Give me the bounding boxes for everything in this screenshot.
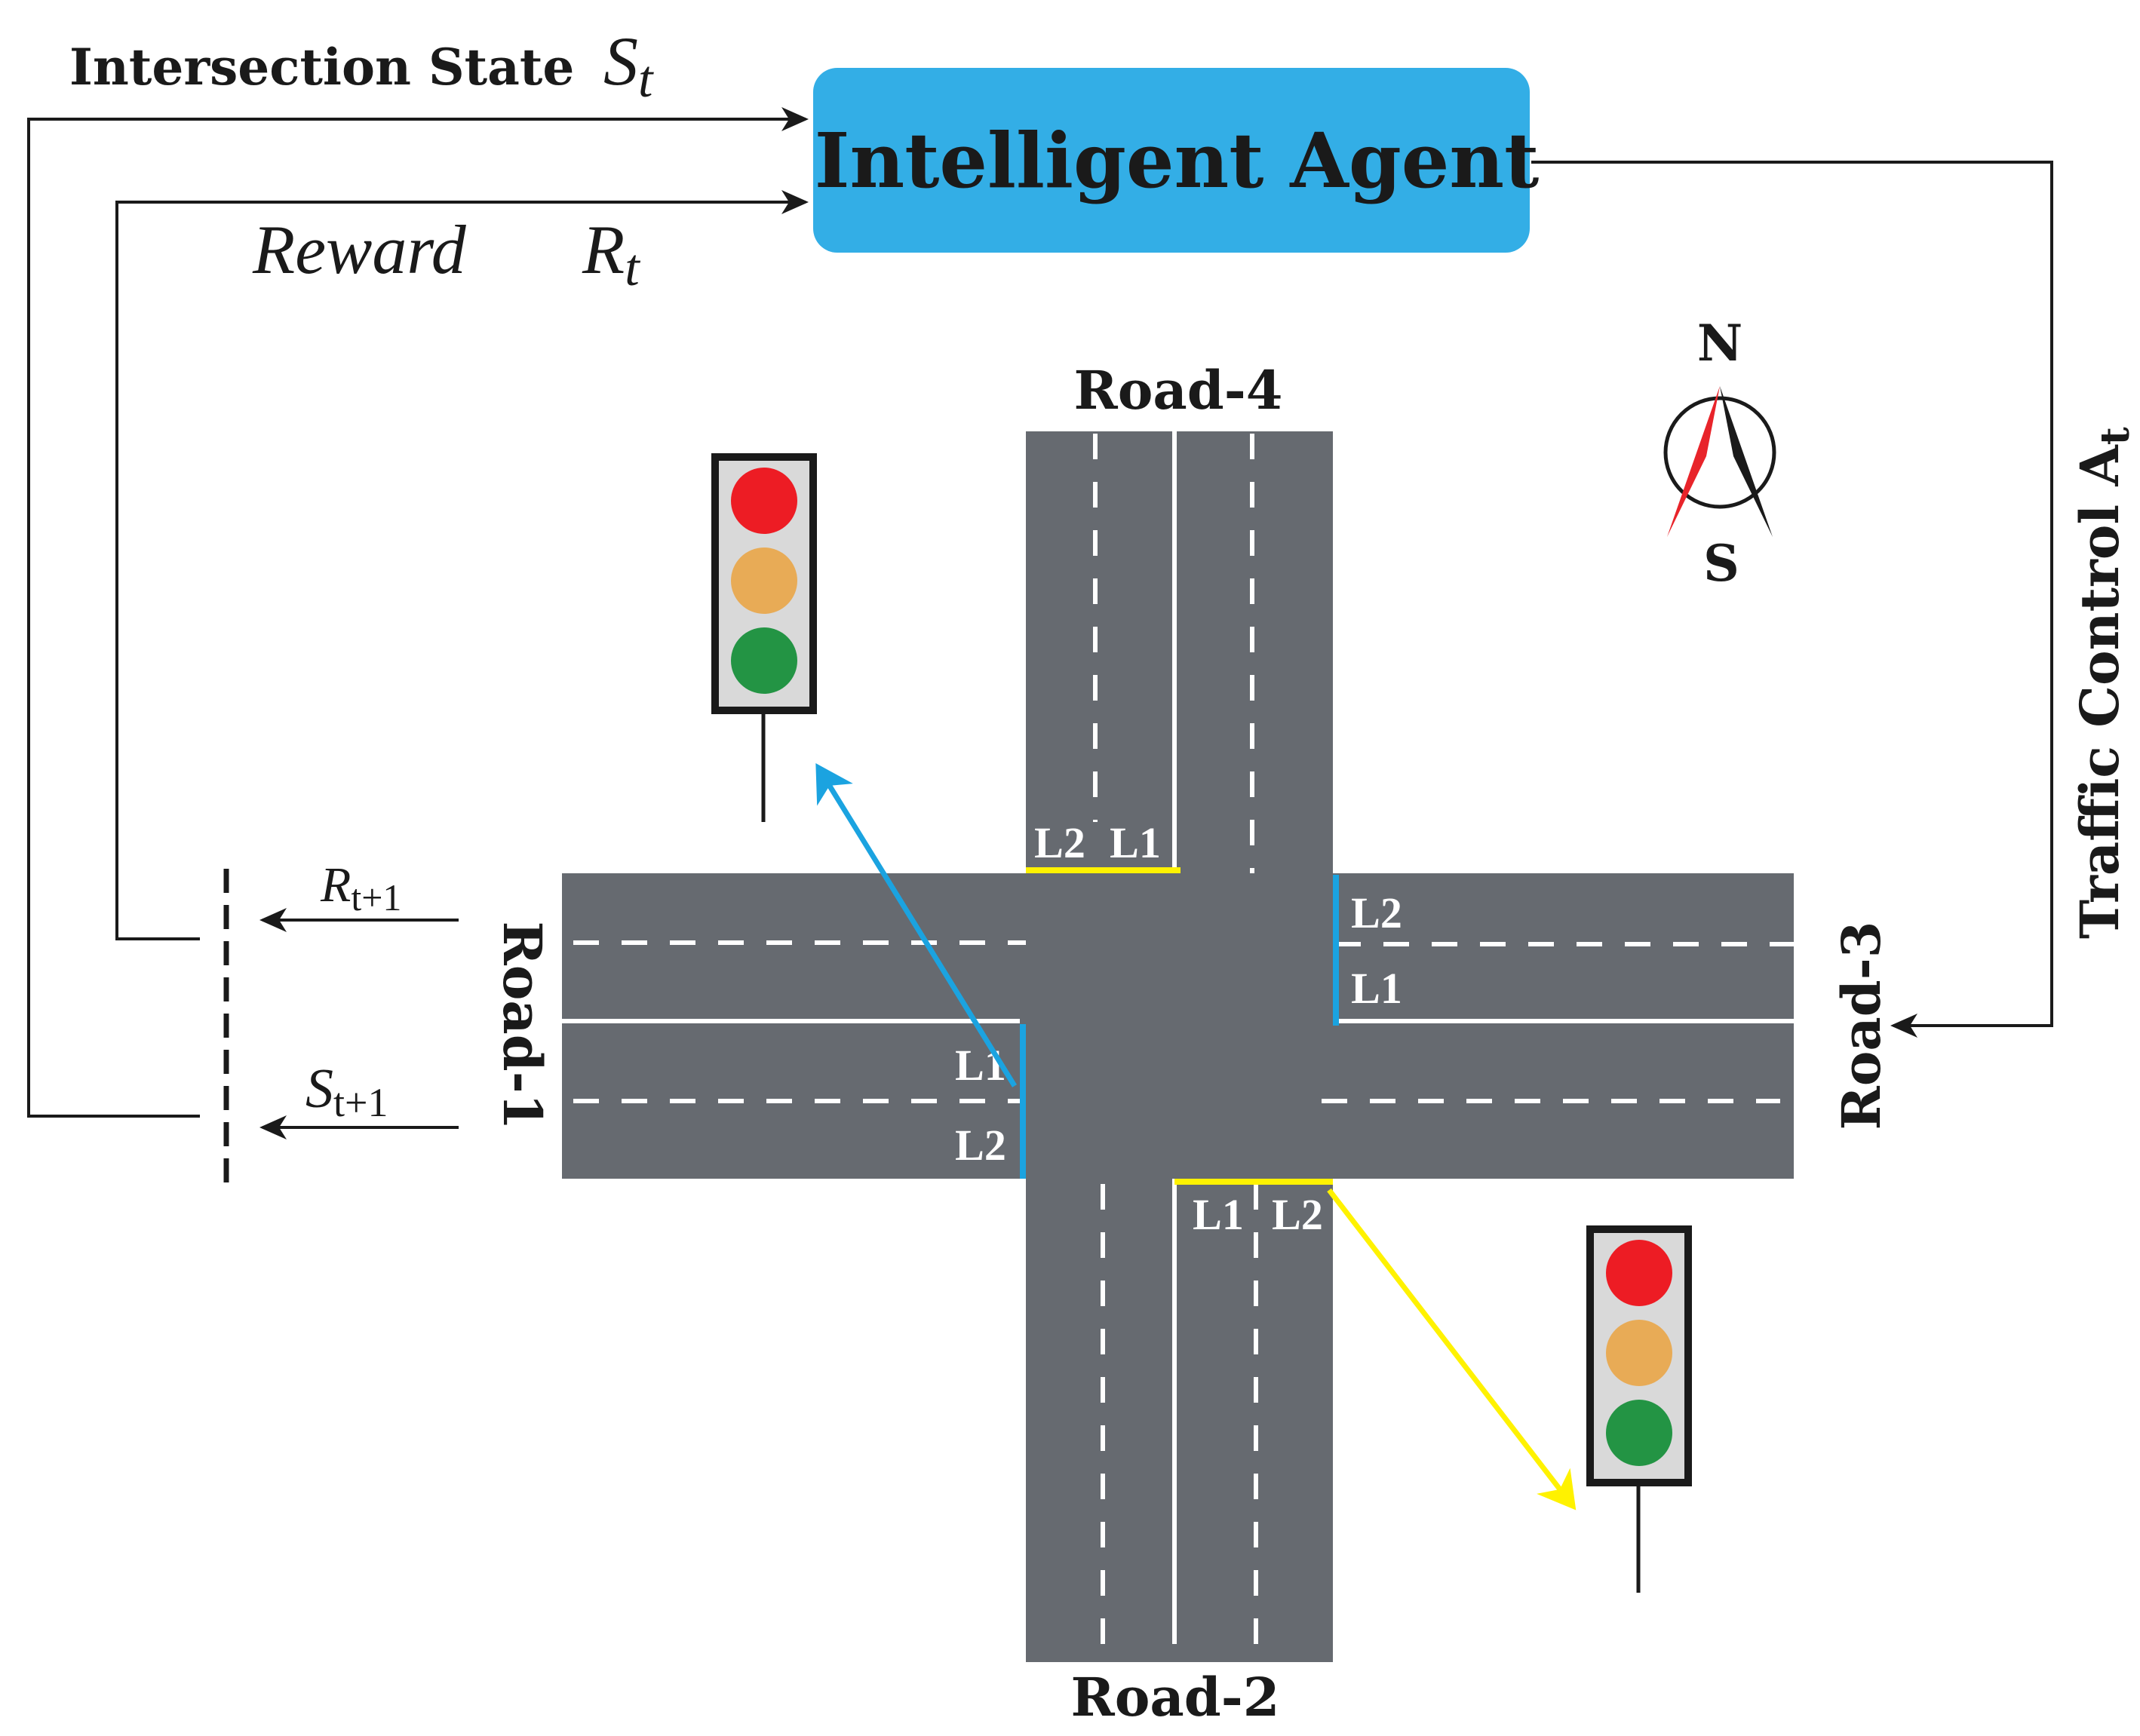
road4-name: Road-4 bbox=[1074, 359, 1283, 422]
traffic-light-bottom bbox=[1586, 1225, 1692, 1593]
yellow-phase-arrow bbox=[1327, 1188, 1577, 1511]
compass-ring bbox=[1663, 396, 1776, 509]
intersection-state-label: Intersection State bbox=[69, 38, 574, 97]
lane-label-road4-l2: L2 bbox=[1034, 818, 1085, 867]
compass-needle-red bbox=[1667, 386, 1720, 537]
compass-south: S bbox=[1703, 534, 1739, 593]
state-symbol: St bbox=[603, 23, 654, 109]
reward-next-label: Rt+1 bbox=[320, 857, 401, 919]
feedback-loop bbox=[27, 107, 2053, 1139]
amber-light bbox=[731, 547, 797, 614]
control-line bbox=[1531, 161, 2053, 1038]
red-light bbox=[731, 468, 797, 534]
state-next-label: St+1 bbox=[305, 1058, 388, 1125]
road3-name: Road-3 bbox=[1830, 922, 1893, 1130]
lane-label-road3-l1: L1 bbox=[1351, 964, 1402, 1013]
lane-label-road3-l2: L2 bbox=[1351, 888, 1402, 937]
reward-label: Reward bbox=[252, 211, 467, 288]
reward-feedback-line bbox=[115, 190, 809, 940]
traffic-light-top bbox=[711, 453, 817, 822]
agent-box bbox=[813, 68, 1530, 253]
lane-label-road1-l2: L2 bbox=[955, 1121, 1006, 1170]
traffic-control-label: Traffic Control At bbox=[2068, 427, 2138, 939]
red-light bbox=[1606, 1240, 1672, 1306]
road-vertical bbox=[1026, 431, 1333, 1662]
intelligent-agent: Intelligent Agent bbox=[813, 68, 1539, 253]
state-feedback-line bbox=[27, 107, 809, 1118]
compass-needle-black bbox=[1720, 386, 1773, 537]
intersection: L2 L1 L2 L1 L1 L2 L1 L2 bbox=[562, 431, 1794, 1663]
lane-label-road2-l1: L1 bbox=[1193, 1190, 1244, 1239]
road2-name: Road-2 bbox=[1071, 1666, 1280, 1728]
dashed-lane-lines bbox=[573, 434, 1794, 1663]
blue-phase-arrow bbox=[815, 763, 1017, 1087]
green-light bbox=[1606, 1400, 1672, 1466]
green-light bbox=[731, 627, 797, 694]
amber-light bbox=[1606, 1320, 1672, 1386]
reward-symbol: Rt bbox=[582, 211, 640, 297]
compass: N S bbox=[1663, 314, 1776, 593]
lane-label-road1-l1: L1 bbox=[955, 1041, 1006, 1090]
road1-name: Road-1 bbox=[491, 922, 554, 1130]
agent-label: Intelligent Agent bbox=[815, 116, 1540, 205]
compass-north: N bbox=[1697, 314, 1742, 373]
lane-label-road4-l1: L1 bbox=[1110, 818, 1161, 867]
lane-label-road2-l2: L2 bbox=[1272, 1190, 1323, 1239]
